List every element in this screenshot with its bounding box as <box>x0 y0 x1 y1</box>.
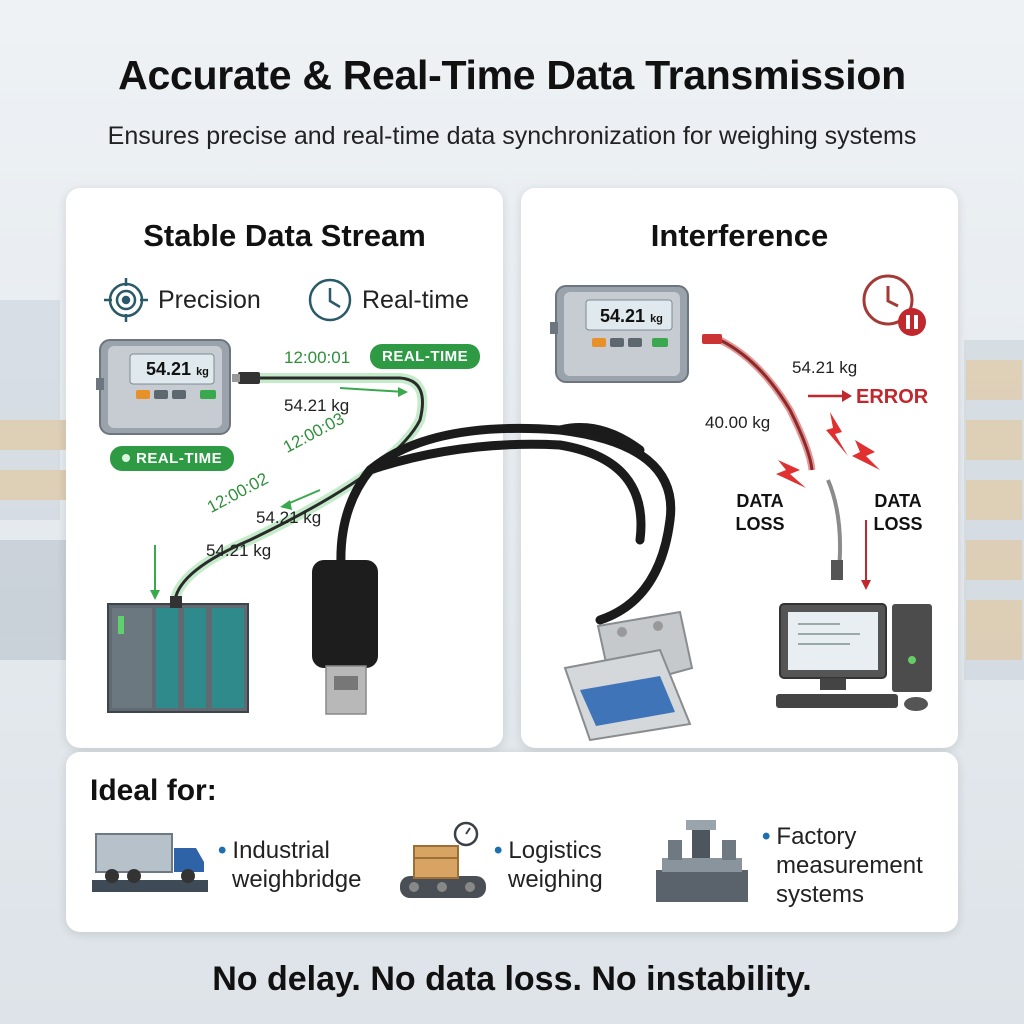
usb-connector <box>312 560 378 715</box>
right-scale-unit: kg <box>650 313 663 325</box>
right-scale-display: 54.21 kg <box>600 306 663 327</box>
ideal-title: Ideal for: <box>90 774 217 807</box>
ideal-item-factory: •Factory measurement systems <box>762 823 923 908</box>
ideal-item-logistics: •Logistics weighing <box>494 837 603 893</box>
usb-serial-cable <box>336 423 676 625</box>
badge-realtime-top: REAL-TIME <box>370 344 481 369</box>
left-scale-reading: 54.21 <box>146 359 192 379</box>
page-subtitle: Ensures precise and real-time data synch… <box>107 122 917 150</box>
ideal-item-weighbridge: •Industrial weighbridge <box>218 837 362 893</box>
weight-bad-label: 40.00 kg <box>705 413 771 432</box>
data-loss-left: DATA LOSS <box>735 491 785 534</box>
ideal-panel <box>66 752 958 932</box>
plc-device <box>107 596 249 713</box>
weight-label-3: 54.21 kg <box>206 541 272 560</box>
scale-indicator-right <box>550 285 689 383</box>
package-scale-icon <box>400 821 486 898</box>
scale-indicator-left <box>96 339 231 435</box>
badge-realtime-bottom: REAL-TIME <box>110 446 235 471</box>
feature-precision: Precision <box>158 286 261 314</box>
computer <box>776 603 932 711</box>
feature-realtime: Real-time <box>362 286 469 314</box>
right-scale-reading: 54.21 <box>600 306 646 326</box>
error-label: ERROR <box>856 386 929 408</box>
interference-title: Interference <box>650 218 829 253</box>
stable-stream-title: Stable Data Stream <box>143 218 426 253</box>
factory-scale-icon <box>656 820 748 902</box>
left-scale-display: 54.21 kg <box>146 359 209 380</box>
data-loss-right: DATA LOSS <box>873 491 923 534</box>
weight-ok-label: 54.21 kg <box>792 358 858 377</box>
weight-label-2: 54.21 kg <box>256 508 322 527</box>
target-icon <box>104 278 148 322</box>
page-title: Accurate & Real-Time Data Transmission <box>118 52 906 98</box>
clock-icon <box>308 278 352 322</box>
badge-realtime-top-text: REAL-TIME <box>382 348 469 365</box>
weight-label-1: 54.21 kg <box>284 396 350 415</box>
serial-connector <box>563 610 694 742</box>
clock-pause-icon <box>862 274 926 336</box>
truck-icon <box>92 833 208 892</box>
left-scale-unit: kg <box>196 366 209 378</box>
badge-realtime-bottom-text: REAL-TIME <box>136 450 223 467</box>
footer-tagline: No delay. No data loss. No instability. <box>212 960 812 998</box>
time-label-1: 12:00:01 <box>284 348 351 367</box>
